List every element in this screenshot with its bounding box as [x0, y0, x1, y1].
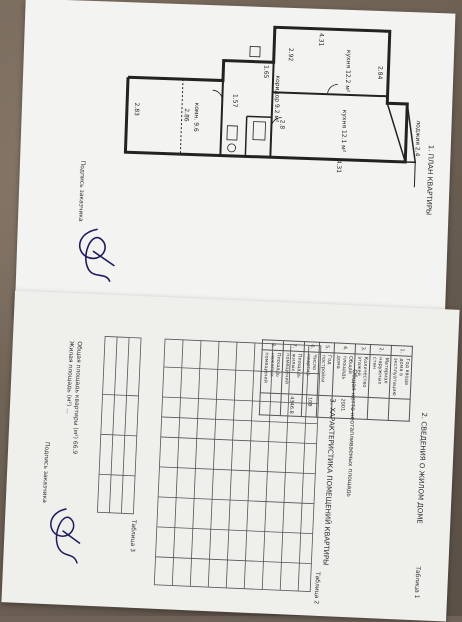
dim-3: 2.92 — [286, 47, 295, 62]
dim-7: 1.65 — [262, 64, 270, 79]
table-row: 2.Материал наружных стен — [367, 344, 392, 421]
floor-plan-sheet: кухня 12.1 м² кухня 12.2 м² комн. 9.6 ко… — [14, 0, 456, 334]
dim-2: 2.84 — [376, 65, 384, 80]
dim-4: 1.57 — [231, 93, 239, 108]
dim-6: 2.86 — [182, 108, 190, 122]
room-label-kitchen-1: кухня 12.1 м² — [339, 109, 349, 153]
room-label-room: комн. 9.6 — [192, 102, 201, 132]
floor-plan-drawing — [123, 25, 417, 188]
table3-label: Таблица 3 — [128, 519, 138, 553]
signature-bottom — [50, 508, 81, 564]
apartment-rooms-table — [153, 338, 322, 593]
table1-label: Таблица 1 — [412, 566, 422, 599]
apartment-section-heading: 3. ХАРАКТЕРИСТИКА ПОМЕЩЕНИЙ КВАРТИРЫ — [321, 398, 337, 566]
table-row: 1.Год ввода дома в эксплуатацию — [388, 345, 413, 422]
signature-label-bottom: Подпись заказчика — [40, 441, 51, 504]
dim-9: 2.8 — [278, 119, 286, 130]
dim-8: 4.31 — [334, 159, 343, 174]
dim-5: 2.83 — [132, 102, 141, 117]
signature-top — [78, 228, 115, 283]
room-label-kitchen-2: кухня 12.2 м² — [343, 49, 353, 93]
room-label-loggia: лоджия 2.4 — [413, 120, 422, 157]
table2-label: Таблица 2 — [312, 571, 322, 605]
characteristics-sheet: 2. СВЕДЕНИЯ О ЖИЛОМ ДОМЕ Таблица 1 1.Год… — [1, 290, 460, 622]
dim-1: 4.31 — [317, 32, 325, 47]
summary-table — [97, 335, 142, 515]
house-section-heading: 2. СВЕДЕНИЯ О ЖИЛОМ ДОМЕ — [415, 412, 429, 524]
